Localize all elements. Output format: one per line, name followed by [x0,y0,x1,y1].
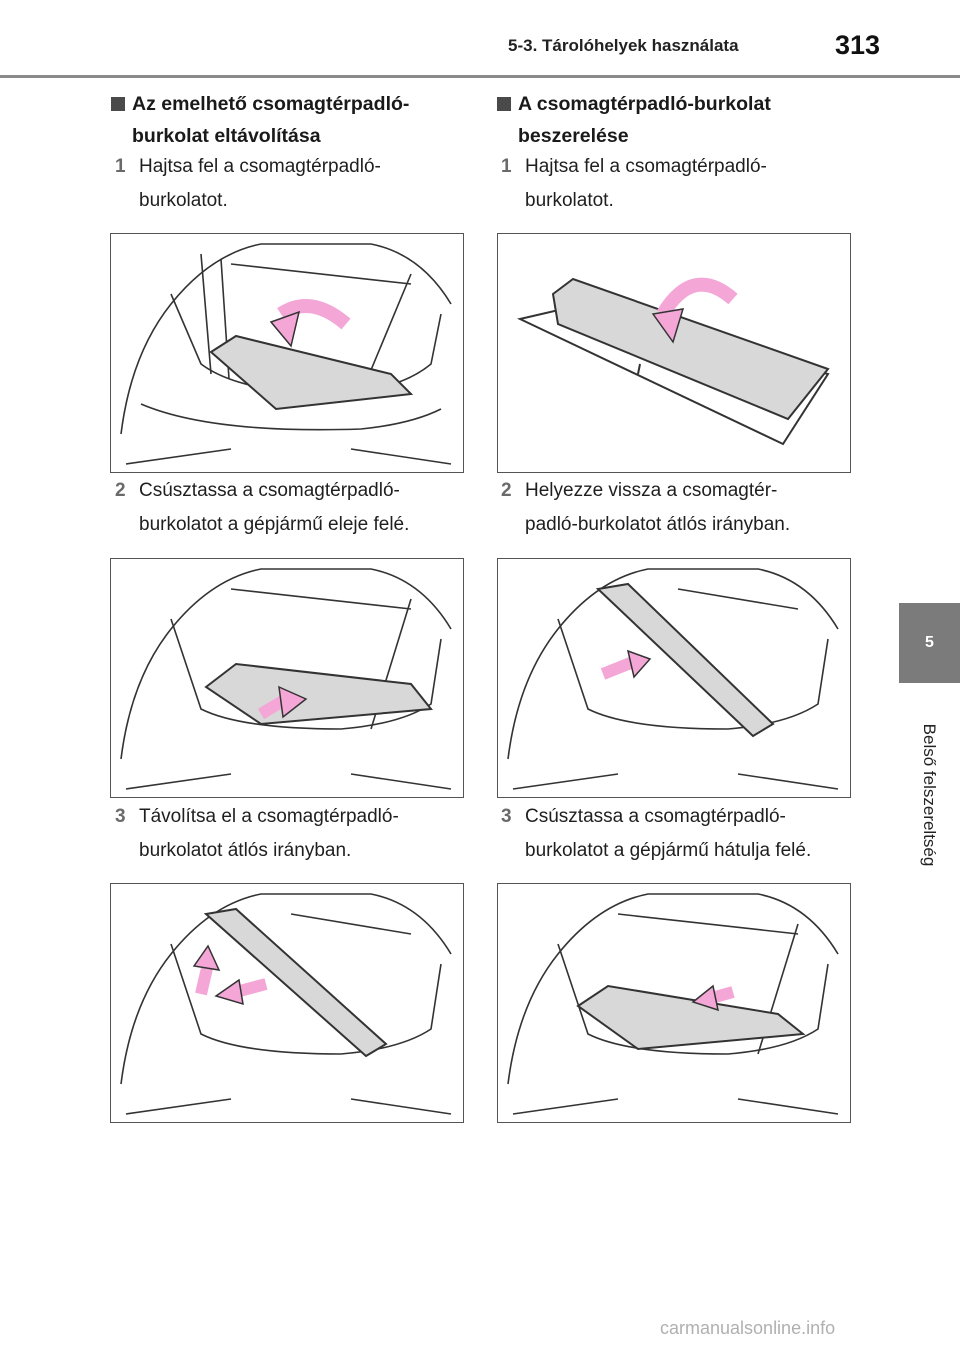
watermark: carmanualsonline.info [660,1318,836,1338]
chapter-label: Belső felszereltség [898,690,960,900]
left-heading-line2: burkolat eltávolítása [132,125,321,147]
trunk-slide-back-illustration [507,893,839,1115]
step-text-line: burkolatot átlós irányban. [139,840,352,861]
step-text-line: Csúsztassa a csomagtérpadló- [139,480,400,501]
right-step-3: 3 Csúsztassa a csomagtérpadló- burkolato… [501,800,811,868]
step-number: 1 [115,156,126,177]
step-number: 1 [501,156,512,177]
figure-install-step-3 [497,883,851,1123]
step-number: 3 [115,806,126,827]
left-step-3: 3 Távolítsa el a csomagtérpadló- burkola… [115,800,399,868]
step-text-line: burkolatot. [525,190,614,211]
right-step-2: 2 Helyezze vissza a csomagtér- padló-bur… [501,474,790,542]
figure-remove-step-2 [110,558,464,798]
page-number: 313 [835,30,881,60]
right-heading: A csomagtérpadló-burkolat beszerelése [497,88,771,152]
panel-diagonal-insert-illustration [507,568,839,790]
step-text-line: burkolatot a gépjármű hátulja felé. [525,840,812,861]
step-text-line: Távolítsa el a csomagtérpadló- [139,806,399,827]
step-text-line: Hajtsa fel a csomagtérpadló- [139,156,381,177]
heading-bullet-icon [497,97,511,111]
trunk-slide-forward-illustration [120,568,452,790]
figure-remove-step-1 [110,233,464,473]
left-step-1: 1 Hajtsa fel a csomagtérpadló- burkolato… [115,150,381,218]
step-text-line: padló-burkolatot átlós irányban. [525,514,791,535]
step-text-line: burkolatot. [139,190,228,211]
trunk-diagonal-remove-illustration [120,893,452,1115]
step-number: 2 [501,480,512,501]
right-heading-line2: beszerelése [518,125,629,147]
right-heading-line1: A csomagtérpadló-burkolat [518,93,771,115]
figure-install-step-1 [497,233,851,473]
left-step-2: 2 Csúsztassa a csomagtérpadló- burkolato… [115,474,409,542]
panel-fold-illustration [516,277,830,446]
step-text-line: Hajtsa fel a csomagtérpadló- [525,156,767,177]
step-number: 3 [501,806,512,827]
figure-install-step-2 [497,558,851,798]
chapter-label-text: Belső felszereltség [920,723,939,867]
step-number: 2 [115,480,126,501]
figure-remove-step-3 [110,883,464,1123]
right-step-1: 1 Hajtsa fel a csomagtérpadló- burkolato… [501,150,767,218]
heading-bullet-icon [111,97,125,111]
header-rule [0,75,960,78]
left-heading: Az emelhető csomagtérpadló- burkolat elt… [111,88,409,152]
trunk-fold-up-illustration [120,243,452,465]
step-text-line: burkolatot a gépjármű eleje felé. [139,514,410,535]
step-text-line: Helyezze vissza a csomagtér- [525,480,778,501]
step-text-line: Csúsztassa a csomagtérpadló- [525,806,786,827]
chapter-tab[interactable]: 5 [899,603,960,683]
section-title: 5-3. Tárolóhelyek használata [508,36,739,55]
left-heading-line1: Az emelhető csomagtérpadló- [132,93,410,115]
